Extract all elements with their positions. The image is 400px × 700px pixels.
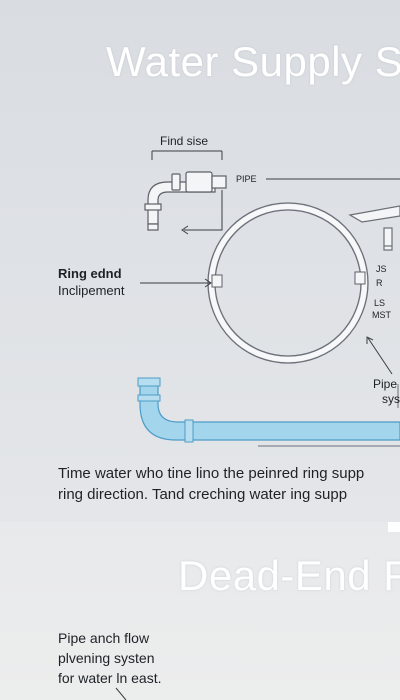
pipe-system-label: Pipe	[373, 377, 398, 391]
dead-end-text-line-3: for water ln east.	[58, 670, 162, 686]
pipe-system-arrow	[366, 336, 393, 375]
caption-line-1: Time water who tine lino the peinred rin…	[58, 465, 365, 482]
dead-end-text-line-1: Pipe anch flow	[58, 630, 150, 646]
section-title-dead-end: Dead-End F	[178, 552, 400, 599]
ring-main-pipe	[207, 202, 369, 364]
find-side-label: Find sise	[160, 134, 209, 148]
ring-end-sublabel: Inclipement	[58, 283, 125, 298]
flow-arrow-elbow	[181, 190, 223, 235]
blue-supply-pipe	[137, 377, 400, 443]
pipe-system-sublabel: sys	[382, 392, 400, 406]
right-tag-1: JS	[376, 264, 387, 274]
ring-end-label: Ring ednd	[58, 266, 122, 281]
ring-label-arrow	[140, 278, 212, 288]
caption-line-2: ring direction. Tand creching water ing …	[58, 486, 348, 503]
corner-mark	[388, 522, 400, 532]
right-tag-2: R	[376, 278, 383, 288]
find-side-bracket	[151, 150, 223, 160]
dead-end-text-line-2: plvening systen	[58, 650, 155, 666]
section-title-water-supply: Water Supply S	[106, 38, 400, 85]
right-tag-4: MST	[372, 310, 391, 320]
ring-outlet-pipe	[348, 205, 400, 251]
pipe-label: PIPE	[236, 174, 257, 184]
water-supply-panel: Water Supply S	[0, 0, 400, 522]
dead-end-diagram	[115, 522, 400, 700]
right-tag-3: LS	[374, 298, 386, 308]
supply-pipe-elbow	[144, 171, 227, 231]
dead-end-panel: Dead-End F Pipe anch flow plvening syste…	[0, 522, 400, 700]
dead-end-pointer-line	[115, 687, 127, 700]
water-supply-diagram	[137, 150, 400, 447]
